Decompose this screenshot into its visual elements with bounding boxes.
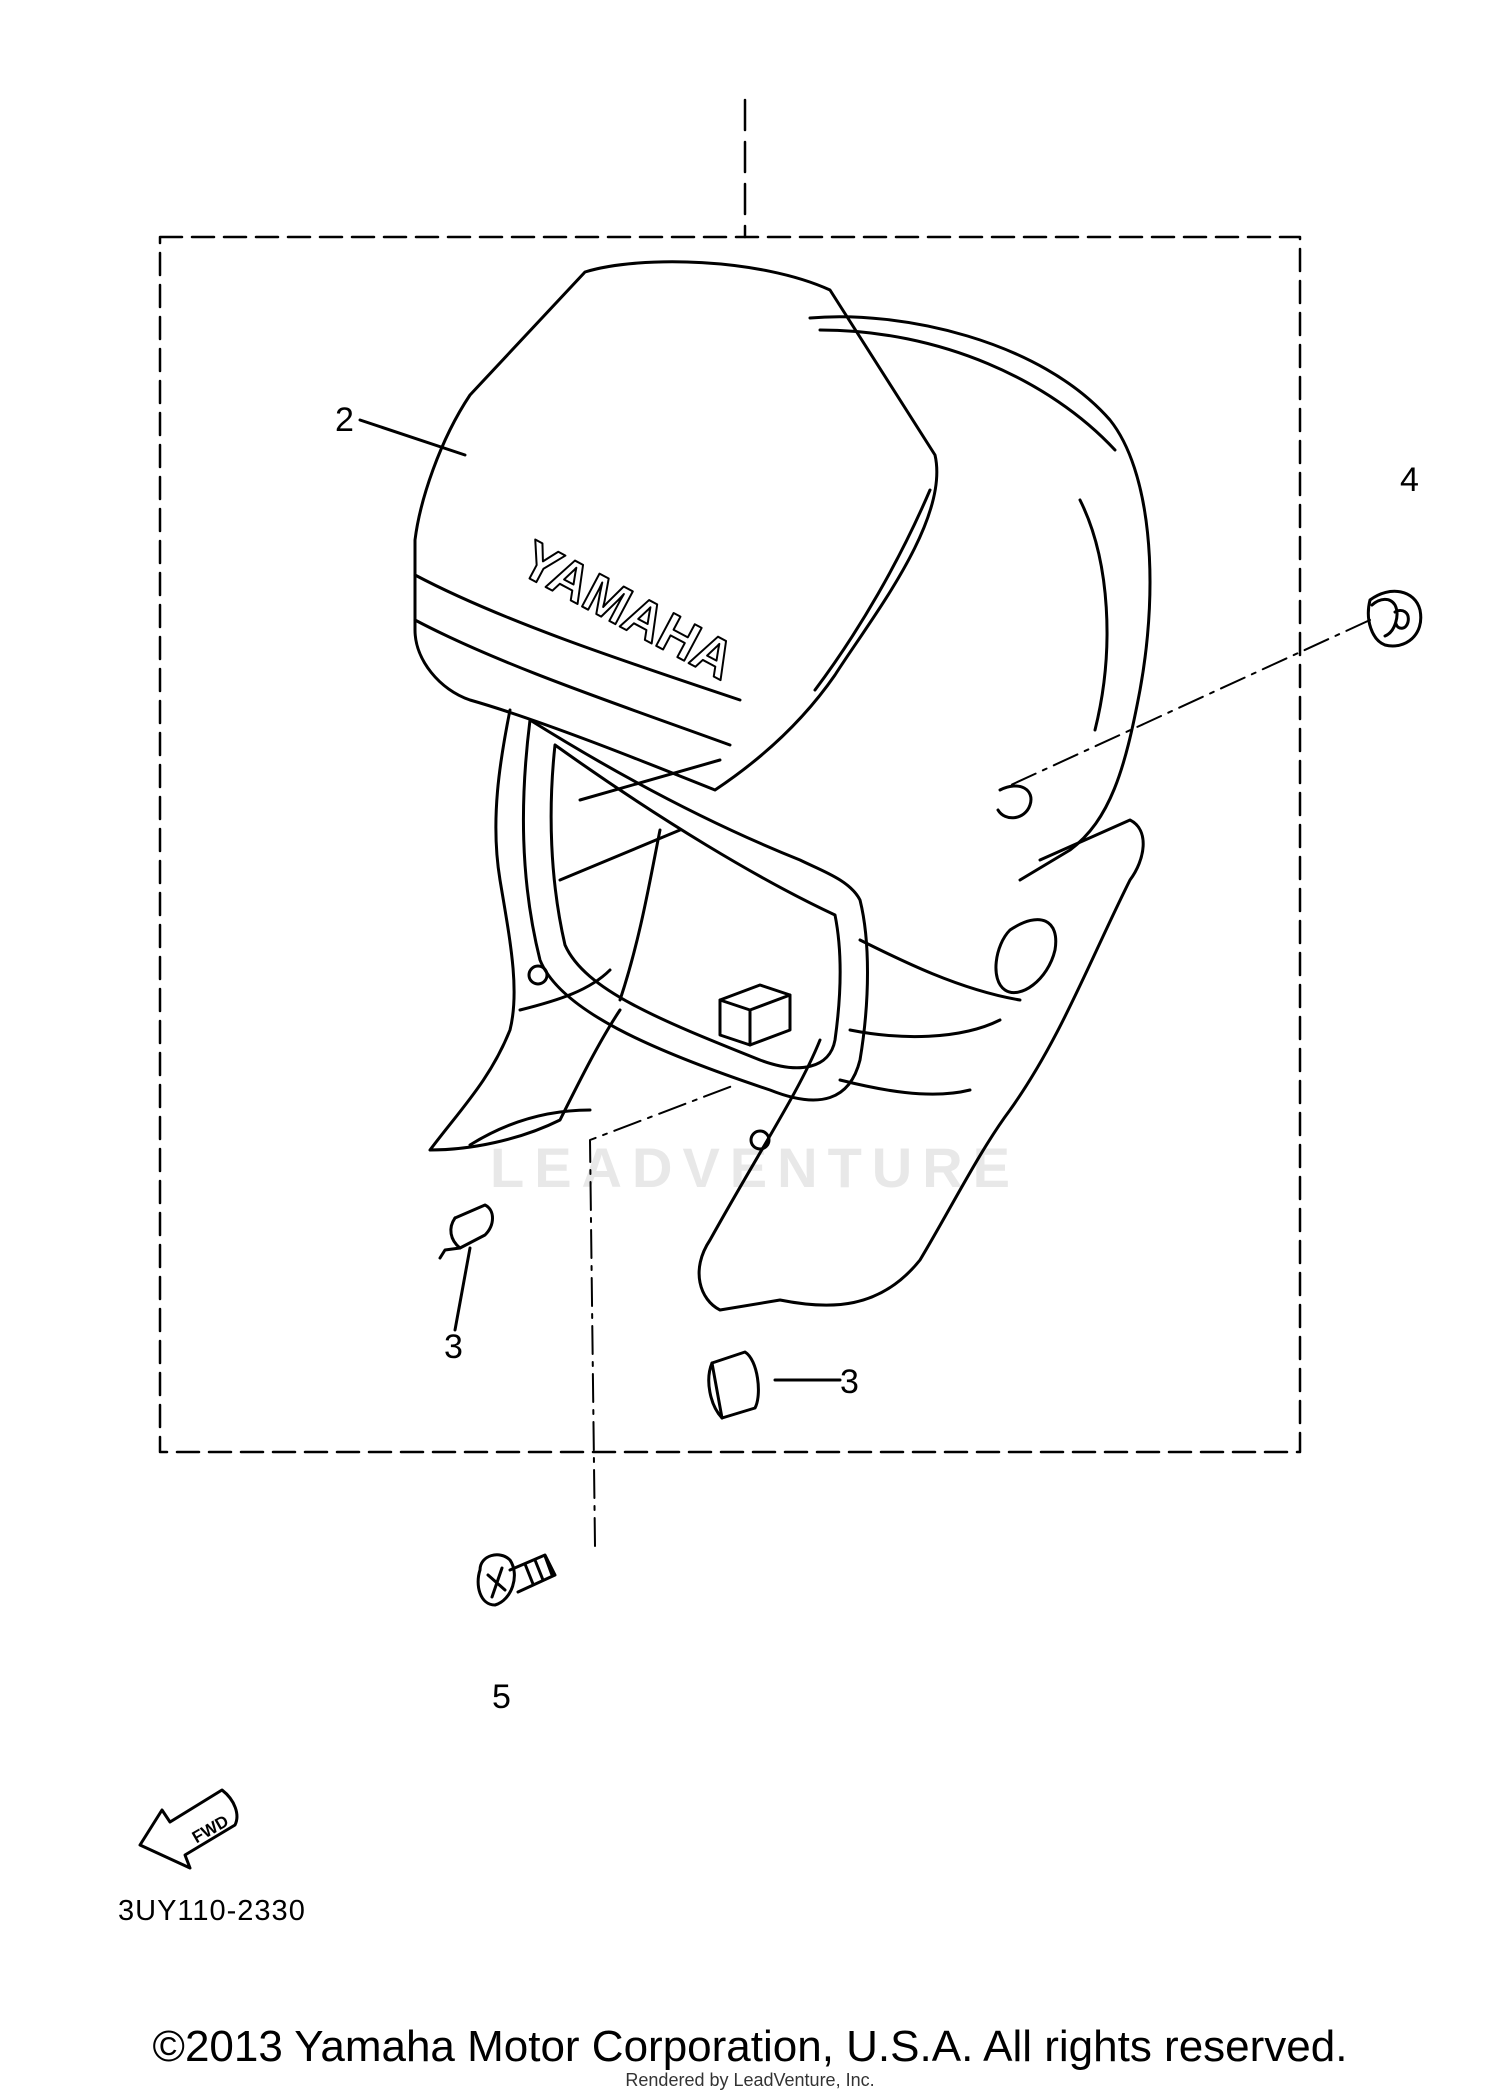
rendered-by-note: Rendered by LeadVenture, Inc. xyxy=(625,2070,875,2090)
leader-2 xyxy=(358,418,467,457)
callout-4: 4 xyxy=(1400,461,1419,499)
diagram-part-code: 3UY110-2330 xyxy=(118,1895,306,1927)
headlight-cowl xyxy=(428,315,1152,1312)
grommet xyxy=(1366,589,1423,648)
leader-4 xyxy=(999,619,1371,791)
copyright-notice: ©2013 Yamaha Motor Corporation, U.S.A. A… xyxy=(152,2022,1348,2071)
clip-right xyxy=(707,1350,760,1420)
leader-3a xyxy=(453,1246,472,1332)
screw xyxy=(476,1553,557,1607)
assembly-frame xyxy=(158,235,1302,1454)
callout-3b: 3 xyxy=(840,1363,859,1401)
fwd-label: FWD xyxy=(189,1811,232,1847)
clip-left xyxy=(438,1203,494,1260)
leader-5 xyxy=(589,1084,736,1547)
windscreen xyxy=(413,260,939,792)
yamaha-decal: YAMAHA xyxy=(511,529,744,691)
fwd-arrow-icon xyxy=(138,1788,239,1870)
callout-2: 2 xyxy=(335,401,354,439)
callout-3a: 3 xyxy=(444,1328,463,1366)
callout-5: 5 xyxy=(492,1678,511,1716)
